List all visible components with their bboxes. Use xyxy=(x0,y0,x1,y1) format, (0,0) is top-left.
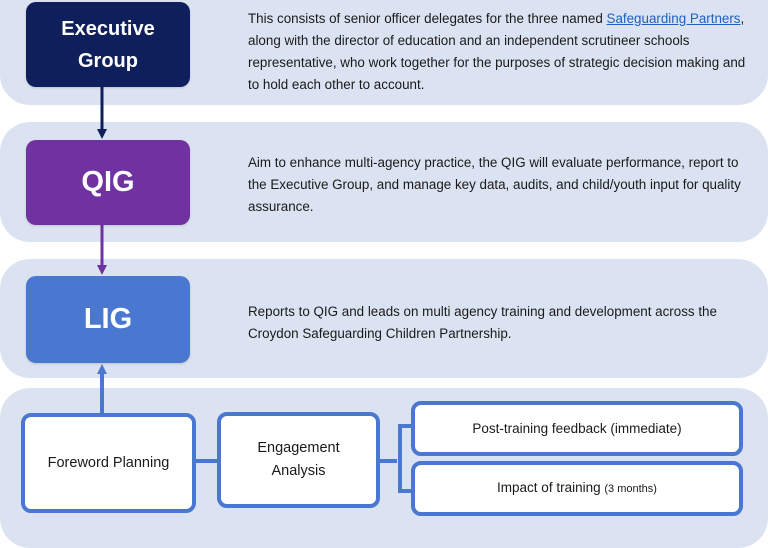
executive-desc-start: This consists of senior officer delegate… xyxy=(248,11,607,26)
engagement-label-line2: Analysis xyxy=(271,463,326,479)
lig-description: Reports to QIG and leads on multi agency… xyxy=(248,304,717,341)
post-training-feedback-box: Post-training feedback (immediate) xyxy=(411,401,743,456)
executive-group-box: Executive Group xyxy=(26,2,190,87)
impact-label-main: Impact of training xyxy=(497,480,605,495)
post-training-label: Post-training feedback (immediate) xyxy=(472,421,682,436)
foreword-planning-box: Foreword Planning xyxy=(21,413,196,513)
engagement-analysis-box: Engagement Analysis xyxy=(217,412,380,508)
executive-description: This consists of senior officer delegate… xyxy=(248,8,748,96)
impact-of-training-box: Impact of training (3 months) xyxy=(411,461,743,516)
executive-desc-end: , along with the director of education a… xyxy=(248,11,746,92)
executive-title-line1: Executive xyxy=(61,17,155,40)
impact-label: Impact of training (3 months) xyxy=(497,476,657,501)
lig-title: LIG xyxy=(83,303,133,335)
lig-box: LIG xyxy=(26,276,190,363)
executive-title-line2: Group xyxy=(77,49,138,72)
engagement-label-line1: Engagement xyxy=(257,440,340,456)
qig-title: QIG xyxy=(81,166,135,198)
safeguarding-partners-link[interactable]: Safeguarding Partners xyxy=(606,11,741,26)
qig-box: QIG xyxy=(26,140,190,225)
qig-description: Aim to enhance multi-agency practice, th… xyxy=(248,155,741,214)
foreword-planning-label: Foreword Planning xyxy=(47,454,170,471)
impact-label-timeframe: (3 months) xyxy=(604,483,657,495)
